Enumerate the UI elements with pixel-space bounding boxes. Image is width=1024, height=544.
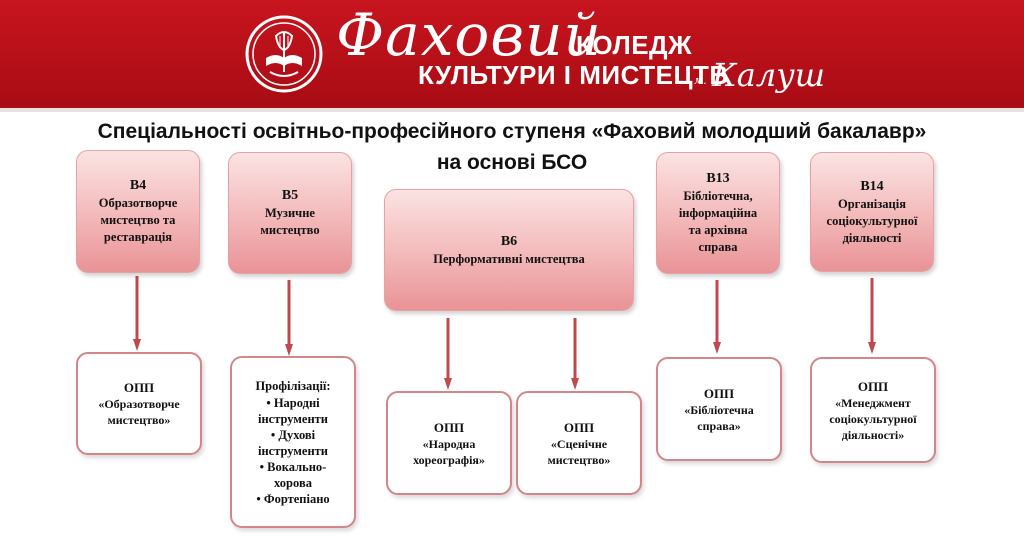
program-line: «Сценічне (550, 436, 608, 451)
profile-line: • Фортепіано (256, 491, 330, 506)
program-title: ОПП (433, 419, 465, 435)
specialty-b6: В6 Перформативні мистецтва (384, 189, 634, 311)
profiles-heading: Профілізації: (255, 378, 331, 393)
program-line: справа» (697, 418, 741, 433)
header-banner (0, 0, 1024, 108)
specialty-code: В5 (281, 188, 299, 203)
profile-line: • Духові (270, 427, 316, 442)
page-subtitle: на основі БСО (436, 151, 588, 174)
program-b4: ОПП «Образотворче мистецтво» (76, 352, 202, 455)
program-b6-folk-choreography: ОПП «Народна хореографія» (386, 391, 512, 495)
specialty-name-line: діяльності (842, 230, 902, 245)
header-divider (0, 108, 1024, 112)
program-title: ОПП (703, 385, 735, 401)
specialty-code: В13 (706, 171, 730, 186)
specialty-code: В6 (500, 233, 518, 249)
profile-line: хорова (274, 475, 312, 490)
program-line: мистецтво» (107, 413, 171, 427)
profile-line: інструменти (258, 443, 328, 458)
specialty-name-line: справа (698, 240, 738, 254)
program-line: «Народна (422, 436, 476, 451)
specialty-b13: В13 Бібліотечна, інформаційна та архівна… (656, 152, 780, 274)
city-prefix: м. (694, 74, 707, 87)
specialty-name-line: Музичне (265, 206, 315, 220)
program-line: мистецтво» (547, 452, 611, 467)
specialty-name-line: мистецтво (260, 223, 320, 237)
specialty-name-line: Організація (838, 196, 906, 211)
specialty-name-line: Образотворче (98, 196, 178, 210)
program-line: «Образотворче (98, 397, 180, 411)
college-logo-icon (244, 14, 324, 94)
specialty-code: В14 (860, 178, 884, 194)
college-name-line1: КОЛЕДЖ (576, 30, 693, 60)
program-title: ОПП (857, 378, 889, 394)
program-line: «Менеджмент (835, 395, 911, 410)
specialty-name-line: та архівна (688, 223, 748, 237)
specialty-name-line: соціокультурної (826, 213, 918, 228)
college-script-title: Фаховий (336, 1, 602, 69)
specialty-name-line: реставрація (103, 230, 173, 244)
program-line: соціокультурної (829, 411, 917, 426)
program-b6-stage-art: ОПП «Сценічне мистецтво» (516, 391, 642, 495)
city-name: Калуш (712, 56, 826, 94)
college-name-line2: КУЛЬТУРИ І МИСТЕЦТВ (418, 60, 729, 90)
program-line: діяльності» (841, 427, 905, 442)
program-b14: ОПП «Менеджмент соціокультурної діяльнос… (810, 357, 936, 463)
program-title: ОПП (563, 419, 595, 435)
profile-line: • Народні (266, 395, 320, 410)
program-b13: ОПП «Бібліотечна справа» (656, 357, 782, 461)
profile-line: інструменти (258, 411, 328, 426)
specialty-b4: В4 Образотворче мистецтво та реставрація (76, 150, 200, 273)
program-line: «Бібліотечна (684, 402, 754, 417)
page-title: Спеціальності освітньо-професійного ступ… (97, 120, 927, 143)
specialty-b5: В5 Музичне мистецтво (228, 152, 352, 274)
specialty-code: В4 (129, 178, 147, 193)
program-title: ОПП (123, 380, 155, 395)
specialty-name-line: мистецтво та (100, 213, 176, 227)
specialty-name-line: інформаційна (678, 206, 758, 220)
profile-line: • Вокально- (259, 459, 327, 474)
specialty-b14: В14 Організація соціокультурної діяльнос… (810, 152, 934, 272)
specialty-name-line: Перформативні мистецтва (433, 251, 585, 266)
program-b5-profiles: Профілізації: • Народні інструменти • Ду… (230, 356, 356, 528)
program-line: хореографія» (413, 452, 485, 467)
specialty-name-line: Бібліотечна, (683, 189, 753, 203)
